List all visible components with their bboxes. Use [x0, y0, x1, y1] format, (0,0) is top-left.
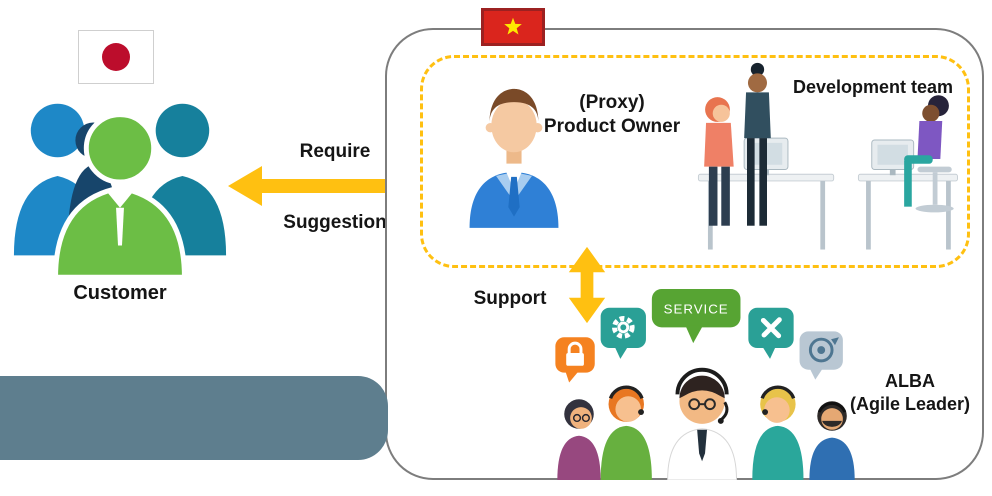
support-agent-1	[557, 399, 601, 480]
development-team-label: Development team	[792, 77, 954, 97]
service-bubble-text: SERVICE	[664, 302, 729, 317]
development-team-illustration	[697, 62, 958, 250]
target-icon	[799, 331, 843, 380]
support-team-illustration: SERVICE	[555, 288, 855, 480]
product-owner-label: (Proxy) Product Owner	[523, 91, 701, 139]
product-owner-avatar	[469, 88, 559, 228]
bidirectional-arrow-icon	[228, 166, 428, 206]
support-agent-4	[752, 385, 804, 480]
tools-icon	[748, 307, 794, 359]
agile-leader-line: (Agile Leader)	[849, 393, 971, 414]
vietnam-flag-icon	[481, 8, 545, 46]
customer-group-icon	[13, 103, 227, 278]
require-label: Require	[299, 141, 371, 162]
proxy-po-group-box	[420, 55, 970, 268]
gear-icon	[600, 307, 646, 359]
alba-label: ALBA (Agile Leader)	[832, 370, 988, 415]
support-arrow-icon	[568, 246, 606, 324]
support-label: Support	[473, 288, 547, 309]
alba-line: ALBA	[885, 371, 935, 391]
support-agent-3	[667, 367, 738, 480]
vietnam-star	[504, 17, 522, 35]
lock-icon	[555, 337, 595, 383]
support-agent-5	[809, 401, 855, 480]
suggestion-label: Suggestion	[283, 212, 387, 233]
proxy-line: (Proxy)	[579, 92, 645, 113]
customer-label: Customer	[73, 282, 167, 304]
support-agent-2	[600, 385, 652, 480]
service-bubble: SERVICE	[651, 288, 741, 344]
japan-flag-sun	[102, 43, 130, 71]
product-owner-line: Product Owner	[543, 115, 681, 137]
bottom-gray-bar	[0, 376, 388, 460]
japan-flag-icon	[78, 30, 154, 84]
